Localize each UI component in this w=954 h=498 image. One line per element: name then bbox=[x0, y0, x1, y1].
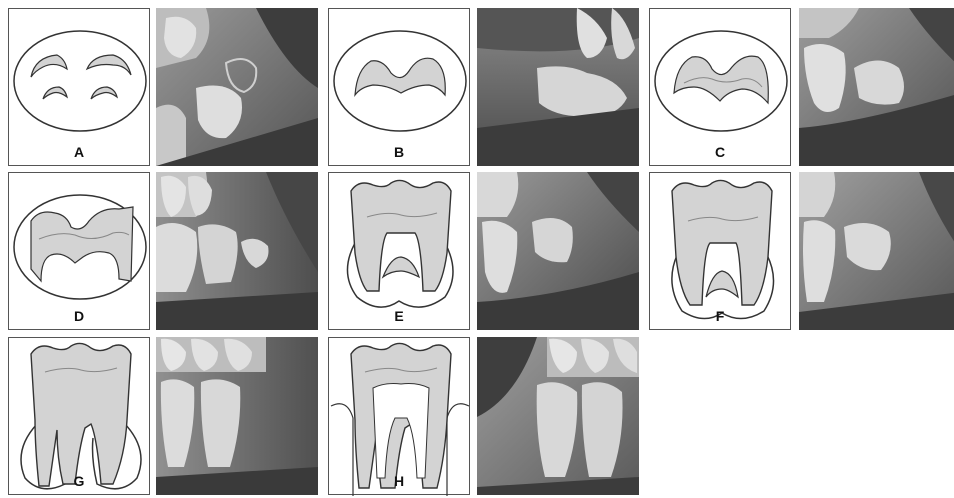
stage-label: C bbox=[650, 144, 790, 160]
stage-g-diagram: G bbox=[8, 337, 150, 495]
stage-c-diagram: C bbox=[649, 8, 791, 166]
stage-e-radiograph bbox=[477, 172, 639, 330]
stage-h-radiograph bbox=[477, 337, 639, 495]
stage-c-radiograph bbox=[799, 8, 954, 166]
stage-a-radiograph bbox=[156, 8, 318, 166]
stage-a-diagram: A bbox=[8, 8, 150, 166]
stage-f-diagram: F bbox=[649, 172, 791, 330]
stage-e-diagram: E bbox=[328, 172, 470, 330]
stage-b-diagram: B bbox=[328, 8, 470, 166]
stage-label: F bbox=[650, 308, 790, 324]
stage-g-radiograph bbox=[156, 337, 318, 495]
stage-label: A bbox=[9, 144, 149, 160]
stage-label: H bbox=[329, 473, 469, 489]
stage-label: G bbox=[9, 473, 149, 489]
stage-d-diagram: D bbox=[8, 172, 150, 330]
stage-label: B bbox=[329, 144, 469, 160]
stage-f-radiograph bbox=[799, 172, 954, 330]
stage-h-diagram: H bbox=[328, 337, 470, 495]
stage-label: D bbox=[9, 308, 149, 324]
stage-b-radiograph bbox=[477, 8, 639, 166]
stage-label: E bbox=[329, 308, 469, 324]
stage-d-radiograph bbox=[156, 172, 318, 330]
